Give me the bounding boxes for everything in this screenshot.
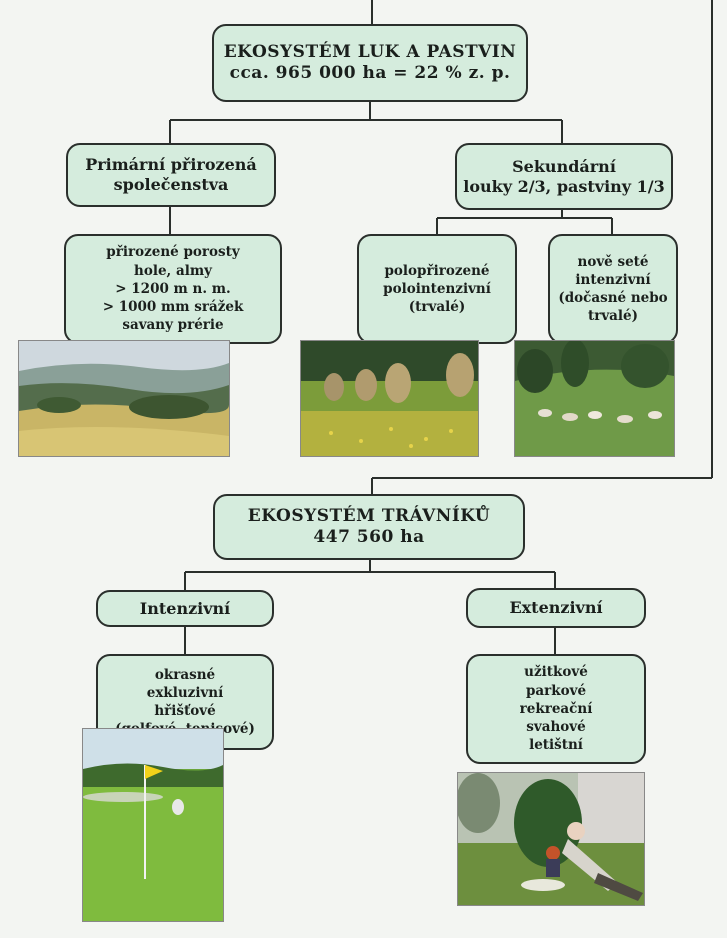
lawn-ecosystem-area: 447 560 ha [313,527,425,547]
node-secondary: Sekundární louky 2/3, pastviny 1/3 [455,143,673,210]
mountain-meadow-image [19,341,229,456]
node-lawn-ecosystem: EKOSYSTÉM TRÁVNÍKŮ 447 560 ha [213,494,525,560]
meadow-ecosystem-area: cca. 965 000 ha = 22 % z. p. [229,63,511,83]
node-natural-stands: přirozené porosty hole, almy > 1200 m n.… [64,234,282,344]
ornamental-line-3: hřišťové [154,703,216,719]
node-utility: užitkové parkové rekreační svahové letiš… [466,654,646,764]
node-primary-communities: Primární přirozená společenstva [66,143,276,207]
newly-sown-line-3: (dočasné nebo [558,290,668,306]
newly-sown-line-1: nově seté [577,253,649,270]
cattle-pasture-image [515,341,674,456]
photo-golf-green [82,728,224,922]
newly-sown-line-4: trvalé) [587,308,639,325]
primary-label-line-1: Primární přirozená [85,155,257,174]
secondary-label-line-2: louky 2/3, pastviny 1/3 [463,176,665,196]
node-extensive: Extenzivní [466,588,646,628]
utility-line-4: svahové [526,719,586,736]
secondary-label-line-1: Sekundární [512,156,616,176]
node-semi-natural: polopřirozené polointenzivní (trvalé) [357,234,517,344]
lawn-ecosystem-title: EKOSYSTÉM TRÁVNÍKŮ [247,505,491,526]
intensive-label: Intenzivní [139,598,231,618]
natural-stands-line-2: hole, almy [134,262,212,279]
node-meadow-ecosystem: EKOSYSTÉM LUK A PASTVIN cca. 965 000 ha … [212,24,528,102]
natural-stands-line-5: savany prérie [122,317,224,334]
ornamental-line-1: okrasné [154,666,216,683]
photo-mountain-meadow [18,340,230,457]
ornamental-line-2: exkluzivní [146,684,224,701]
photo-garden [457,772,645,906]
utility-line-1: užitkové [524,664,588,681]
utility-line-2: parkové [525,682,587,699]
natural-stands-line-3: > 1200 m n. m. [115,280,231,297]
photo-cattle-pasture [514,340,675,457]
photo-haystacks [300,340,479,457]
node-intensive: Intenzivní [96,590,274,627]
natural-stands-line-4: > 1000 mm srážek [102,299,244,316]
newly-sown-line-2: intenzivní [575,271,651,288]
semi-natural-line-1: polopřirozené [384,262,490,279]
node-newly-sown: nově seté intenzivní (dočasné nebo trval… [548,234,678,344]
natural-stands-line-1: přirozené porosty [106,244,240,261]
utility-line-3: rekreační [519,700,593,717]
utility-line-5: letištní [529,737,583,754]
semi-natural-line-2: polointenzivní [383,280,491,297]
golf-green-image [83,729,223,921]
extensive-label: Extenzivní [509,598,603,617]
semi-natural-line-3: (trvalé) [408,299,466,316]
primary-label-line-2: společenstva [113,175,229,194]
garden-image [458,773,644,905]
haystacks-image [301,341,478,456]
meadow-ecosystem-title: EKOSYSTÉM LUK A PASTVIN [223,41,517,62]
